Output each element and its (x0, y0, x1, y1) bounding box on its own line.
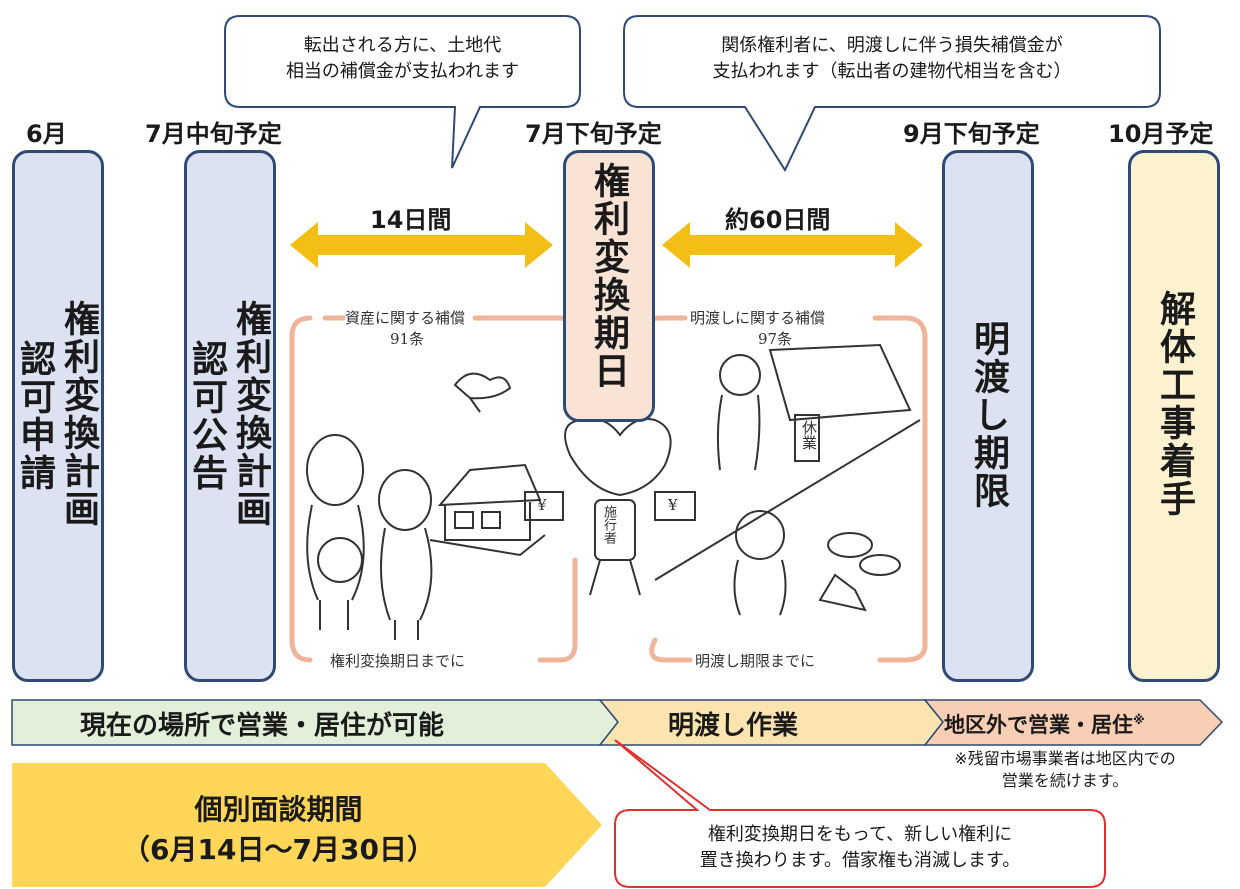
callout-left-text-2: 相当の補償金が支払われます (285, 61, 520, 82)
column-demolition-start-text: 解体工事着手 (1154, 290, 1195, 518)
band-moving-text: 明渡し作業 (668, 711, 799, 741)
footnote-line-1: ※残留市場事業者は地区内での (954, 749, 1176, 768)
sketch-operator-sign: 施行者 (601, 505, 616, 544)
callout-bottom-bubble (614, 739, 1106, 888)
sketch-yen-right: ¥ (668, 496, 678, 514)
sketch-frame-left (289, 315, 578, 663)
interview-period-dates: （6月14日〜7月30日） (122, 833, 435, 866)
callout-right-bubble (623, 15, 1161, 173)
callout-right-text-1: 関係権利者に、明渡しに伴う損失補償金が (721, 35, 1063, 56)
band-outside-label: 地区外で営業・居住 (944, 713, 1133, 737)
period-arrow-14days (290, 222, 553, 268)
column-plan-application (12, 150, 104, 682)
date-label-late-july: 7月下旬予定 (525, 120, 662, 148)
band-outside-text: 地区外で営業・居住※ (944, 709, 1145, 739)
sketch-shop (654, 343, 921, 616)
column-plan-application-line1: 権利変換計画 (58, 300, 99, 528)
sketch-people-left (306, 434, 433, 640)
column-plan-application-line2: 認可申請 (14, 340, 55, 492)
band-current-text: 現在の場所で営業・居住が可能 (80, 711, 445, 741)
sketch-bird (453, 372, 512, 413)
column-rights-conversion-date (563, 150, 655, 422)
column-plan-announcement-line1: 権利変換計画 (230, 300, 271, 528)
sketch-caption-by-conversion-date: 権利変換期日までに (330, 652, 466, 670)
period-arrow-60days (662, 222, 923, 268)
column-demolition-start (1128, 150, 1220, 682)
sketch-caption-article-91: 91条 (390, 330, 425, 348)
date-label-june: 6月 (26, 120, 67, 148)
interview-period-title: 個別面談期間 (194, 793, 363, 826)
footnote-line-2: 営業を続けます。 (1001, 771, 1129, 790)
period-label-60days: 約60日間 (725, 206, 831, 234)
period-label-14days: 14日間 (370, 206, 452, 234)
callout-right-text-2: 支払われます（転出者の建物代相当を含む） (712, 61, 1072, 82)
sketch-house (429, 463, 546, 557)
sketch-caption-by-vacate-deadline: 明渡し期限までに (695, 652, 816, 670)
date-label-october: 10月予定 (1108, 120, 1214, 148)
column-rights-conversion-date-text: 権利変換期日 (588, 162, 629, 390)
column-plan-announcement-line2: 認可公告 (186, 340, 227, 492)
callout-bottom-text-2: 置き換わります。借家権も消滅します。 (699, 850, 1021, 871)
sketch-caption-article-97: 97条 (758, 330, 793, 348)
column-plan-announcement (184, 150, 276, 682)
band-outside-mark: ※ (1133, 713, 1145, 727)
sketch-closed-sign: 休業 (800, 420, 818, 450)
date-label-late-september: 9月下旬予定 (903, 120, 1040, 148)
column-vacate-deadline (942, 150, 1034, 682)
callout-bottom-text-1: 権利変換期日をもって、新しい権利に (707, 824, 1013, 845)
sketch-caption-vacate-compensation: 明渡しに関する補償 (690, 309, 826, 327)
callout-left-bubble (224, 15, 581, 169)
sketch-frame-right (642, 315, 928, 663)
interview-period-shape (12, 763, 602, 887)
band-outside-shape (923, 699, 1224, 746)
callout-left-text-1: 転出される方に、土地代 (303, 35, 502, 56)
date-label-mid-july: 7月中旬予定 (145, 120, 282, 148)
column-vacate-deadline-text: 明渡し期限 (968, 320, 1009, 510)
sketch-yen-left: ¥ (537, 496, 547, 514)
sketch-caption-asset-compensation: 資産に関する補償 (345, 309, 466, 327)
